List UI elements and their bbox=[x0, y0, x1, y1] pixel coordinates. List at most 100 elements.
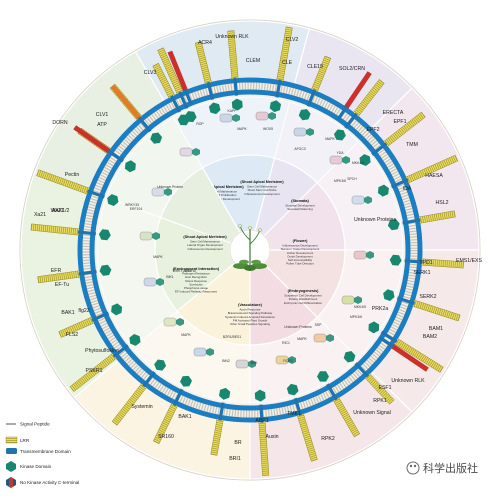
receptor bbox=[286, 383, 318, 462]
receptor bbox=[387, 210, 456, 231]
kinase-domain bbox=[154, 359, 167, 371]
membrane-outer-band bbox=[77, 77, 423, 423]
center-sector-line: Pathogen Resistance bbox=[182, 272, 210, 276]
receptor-label: CLV2 bbox=[286, 37, 299, 43]
center-sector-line: Pollen Tube Direction bbox=[286, 262, 314, 266]
center-sector-line: Suspensor Cell Development bbox=[284, 294, 322, 298]
center-sector-line: Other Small Peptides Signaling bbox=[230, 322, 270, 326]
transmembrane-domain bbox=[91, 311, 110, 322]
receptor-label: TPD1 bbox=[419, 260, 432, 266]
center-sector-line: Anther Development bbox=[287, 251, 314, 255]
transmembrane-domain bbox=[354, 362, 370, 378]
transmembrane-domain bbox=[172, 388, 184, 407]
receptor bbox=[111, 359, 167, 426]
receptor-label: CLEM bbox=[246, 58, 260, 64]
receptor-label: Phytosulfokine bbox=[85, 348, 119, 354]
legend-no-kinase: No Kinase Activity C-terminal bbox=[6, 477, 79, 488]
kinase-domain bbox=[231, 98, 243, 111]
pathway-label: WOX5 bbox=[263, 127, 273, 131]
kinase-domain bbox=[288, 356, 296, 364]
kinase-domain bbox=[248, 360, 256, 368]
receptor-label: ABP1 bbox=[255, 418, 268, 424]
receptor-label: BAK1 bbox=[61, 310, 74, 316]
receptor-label: CLV3 bbox=[144, 70, 157, 76]
legend-kinase: Kinase Domain bbox=[6, 461, 52, 472]
receptor bbox=[298, 55, 332, 121]
signaling-protein bbox=[143, 277, 157, 287]
receptor-label: Auxin bbox=[266, 434, 279, 440]
transmembrane-domain bbox=[326, 383, 338, 401]
signaling-protein bbox=[179, 147, 193, 157]
legend-signal-peptide-label: Signal Peptide bbox=[20, 422, 50, 427]
receptor bbox=[383, 289, 461, 322]
transmembrane-domain bbox=[259, 404, 264, 423]
receptor-label: BAM2 bbox=[423, 334, 437, 340]
kinase-domain bbox=[232, 114, 240, 122]
legend-kinase-label: Kinase Domain bbox=[20, 464, 52, 469]
pathway-label: BIK1 bbox=[166, 275, 173, 279]
signaling-protein bbox=[255, 111, 269, 121]
kinase-domain bbox=[368, 321, 380, 334]
kinase-domain bbox=[298, 109, 311, 121]
receptor-label: EFR bbox=[51, 268, 62, 274]
center-sector-line: Host Recognition bbox=[185, 275, 207, 279]
signaling-protein bbox=[313, 333, 327, 343]
transmembrane-domain bbox=[371, 142, 388, 156]
kinase-domain bbox=[164, 188, 172, 196]
receptor bbox=[389, 254, 464, 269]
kinase-domain bbox=[306, 128, 314, 136]
receptor-label: PRK2a bbox=[372, 306, 389, 312]
no-kinase-receptor bbox=[167, 50, 193, 106]
receptor-label: Unknown RLK bbox=[215, 34, 249, 40]
receptor bbox=[30, 223, 111, 241]
legend-no-kinase-label: No Kinase Activity C-terminal bbox=[20, 480, 79, 485]
signaling-protein bbox=[235, 359, 249, 369]
receptor-label: SOL2/CRN bbox=[339, 66, 365, 72]
pathway-label: MAPK bbox=[325, 137, 335, 141]
transmembrane-domain bbox=[170, 95, 182, 113]
pathway-label: SSP bbox=[315, 323, 323, 327]
signaling-protein bbox=[139, 231, 153, 241]
kinase-domain bbox=[208, 102, 221, 115]
legend-transmembrane-label: Transmembrane Domain bbox=[20, 449, 71, 454]
kinase-domain bbox=[343, 351, 356, 363]
kinase-domain bbox=[387, 219, 400, 231]
kinase-domain bbox=[359, 154, 371, 167]
center-sector-line: Lateral Organ Development bbox=[204, 197, 240, 201]
center-sector-line: Lateral Organ Development bbox=[187, 243, 223, 247]
pathway-label: MAPK bbox=[297, 337, 307, 341]
center-sector-line: Stem Cell Maintenance bbox=[207, 190, 237, 194]
pathway-label: MPK3/6 bbox=[334, 179, 346, 183]
kinase-domain bbox=[254, 389, 266, 402]
center-sector-line: Shoot Stem Cell Niche bbox=[247, 188, 276, 192]
kinase-domain bbox=[219, 387, 231, 400]
transmembrane-domain bbox=[404, 259, 423, 264]
pathway-label: BIN2 bbox=[222, 359, 230, 363]
receptor-label: TMM bbox=[406, 142, 418, 148]
pathway-label: WRKY33 bbox=[125, 203, 139, 207]
signaling-protein bbox=[163, 317, 177, 327]
center-sector-line: Stomatal Development bbox=[285, 204, 314, 208]
center-sector-line: Phosphorus usage bbox=[184, 286, 208, 290]
transmembrane-domain bbox=[112, 344, 129, 358]
no-kinase-receptor bbox=[336, 71, 372, 121]
pathway-label: MAPK bbox=[153, 255, 163, 259]
kinase-domain bbox=[364, 196, 372, 204]
center-sector-title: (Shoot Apical Meristem) bbox=[240, 180, 284, 184]
kinase-domain bbox=[316, 371, 330, 382]
center-sector-title: (Vasculature) bbox=[238, 303, 263, 307]
kinase-domain bbox=[99, 264, 112, 276]
pathway-label: Unknown Proteins bbox=[284, 325, 312, 329]
center-sector-line: Brassinosteroid Signaling Pathway bbox=[228, 311, 273, 315]
legend-transmembrane: Transmembrane Domain bbox=[6, 448, 71, 454]
watermark: 科学出版社 bbox=[406, 461, 478, 475]
kinase-domain bbox=[107, 194, 119, 206]
receptor-label: RPK1 bbox=[373, 398, 387, 404]
center-sector-line: Stamen / Carpel Development bbox=[281, 247, 320, 251]
pathway-label: RIC1 bbox=[282, 341, 290, 345]
kinase-domain bbox=[111, 303, 123, 316]
transmembrane-domain bbox=[306, 88, 317, 107]
signaling-protein bbox=[341, 295, 355, 305]
